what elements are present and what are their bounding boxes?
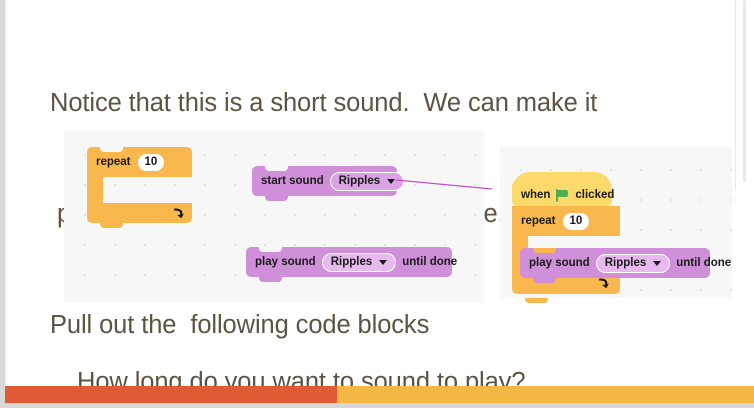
connector-line [395,179,493,190]
play-sound-top-notch [259,247,282,252]
script-when-flag-clicked-block[interactable]: when clicked [512,172,614,206]
repeat-times-input[interactable]: 10 [137,153,165,171]
vertical-scrollbar[interactable] [735,0,754,190]
script-repeat-label: repeat [521,215,556,227]
play-sound-label-before: play sound [255,256,316,268]
repeat-label: repeat [96,156,131,168]
chevron-down-icon [387,178,396,184]
slide-bottom-edge [0,403,754,408]
play-sound-label-after: until done [402,256,458,268]
when-label: when [521,189,551,201]
palette-start-sound-block[interactable]: start sound Ripples [252,166,405,201]
slide-left-edge [0,0,5,408]
start-sound-dropdown[interactable]: Ripples [329,171,405,191]
play-sound-bottom-bump [259,277,282,282]
footer-accent-bar [5,386,754,403]
script-play-sound-value: Ripples [604,257,647,269]
green-flag-icon [556,188,569,202]
repeat-bottom-bump [100,223,123,228]
footer-accent-left [5,386,337,403]
scrollbar-thumb[interactable] [743,0,746,182]
script-play-sound-dropdown[interactable]: Ripples [595,253,671,273]
script-play-sound-label-after: until done [676,257,732,269]
play-sound-value: Ripples [330,256,373,268]
chevron-down-icon [653,260,662,266]
hat-block-label: when clicked [521,184,614,206]
repeat-top-notch [100,147,123,152]
script-repeat-header: repeat 10 [512,206,620,236]
script-repeat-bottom-bump [525,298,548,303]
footer-accent-right [337,386,754,403]
start-sound-top-notch [265,166,288,171]
palette-repeat-block[interactable]: repeat 10 [87,147,192,228]
headline-line-3: Pull out the following code blocks [50,311,430,339]
repeat-block-header: repeat 10 [87,147,192,177]
loop-arrow-icon [599,278,609,289]
start-sound-value: Ripples [338,175,381,187]
headline-line-1: Notice that this is a short sound. We ca… [50,89,598,117]
slide-left-edge-inner [5,0,7,408]
script-repeat-times-input[interactable]: 10 [562,212,590,230]
palette-play-sound-block[interactable]: play sound Ripples until done [246,247,457,282]
script-play-sound-bottom-bump [533,278,556,283]
repeat-block-footer [87,203,192,223]
repeat-left-arm [87,177,103,203]
script-play-sound-block[interactable]: play sound Ripples until done [520,248,731,283]
start-sound-bottom-bump [265,196,288,201]
start-sound-label: start sound [261,175,324,187]
script-play-sound-label-before: play sound [529,257,590,269]
chevron-down-icon [379,259,388,265]
loop-arrow-icon [174,208,184,219]
script-play-sound-top-notch [533,248,556,253]
clicked-label: clicked [575,189,615,201]
play-sound-dropdown[interactable]: Ripples [321,252,397,272]
